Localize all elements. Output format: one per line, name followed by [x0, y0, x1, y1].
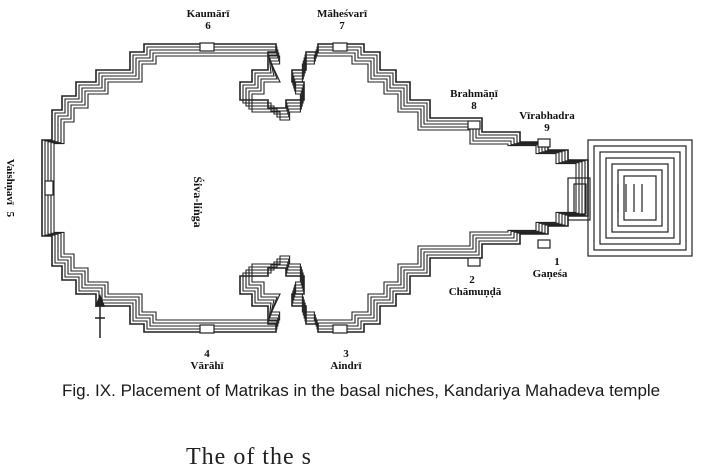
niche-number: 9 [544, 122, 550, 134]
niche-8 [467, 120, 481, 130]
niche-number: 5 [4, 211, 16, 218]
niche-name: Kaumārī [186, 8, 230, 20]
north-arrow-icon [94, 293, 106, 338]
niche-name: Gaṇeśa [532, 268, 568, 280]
niche-number: 6 [205, 20, 211, 32]
niche-name: Brahmāṇī [450, 88, 498, 100]
niche-9 [537, 138, 551, 148]
niche-name: Chāmuṇḍā [448, 286, 502, 298]
wall-line-3 [47, 49, 583, 327]
niche-6 [199, 42, 215, 52]
niche-1 [537, 239, 551, 249]
niche-label-4: 4 Vārāhī [184, 348, 230, 372]
entrance-steps [567, 139, 693, 257]
niche-5 [44, 180, 54, 196]
niche-name: Vaishṇavī [4, 158, 16, 205]
niche-2 [467, 257, 481, 267]
niche-label-5: Vaishṇavī 5 [4, 153, 16, 223]
wall-line-2 [44, 46, 586, 330]
niche-name: Vārāhī [190, 360, 224, 372]
niche-label-9: Vīrabhadra 9 [512, 110, 582, 134]
wall-line-4 [50, 52, 580, 324]
niche-label-2: 2 Chāmuṇḍā [440, 274, 510, 298]
niche-number: 8 [471, 100, 477, 112]
niche-number: 2 [469, 274, 475, 286]
niche-number: 3 [343, 348, 349, 360]
niche-number: 7 [339, 20, 345, 32]
niche-3 [332, 324, 348, 334]
niche-number: 1 [554, 256, 560, 268]
niche-name: Māheśvarī [316, 8, 368, 20]
center-label: Śiva-liṅga [191, 176, 205, 228]
niche-label-3: 3 Aindrī [318, 348, 374, 372]
wall-line-5 [53, 55, 577, 321]
niche-markers [44, 42, 551, 334]
niche-label-6: Kaumārī 6 [178, 8, 238, 32]
niche-4 [199, 324, 215, 334]
temple-plan-diagram [41, 42, 693, 338]
niche-label-1: 1 Gaṇeśa [520, 256, 580, 280]
niche-7 [332, 42, 348, 52]
niche-name: Aindrī [330, 360, 362, 372]
niche-number: 4 [204, 348, 210, 360]
niche-label-7: Māheśvarī 7 [312, 8, 372, 32]
figure-caption: Fig. IX. Placement of Matrikas in the ba… [62, 381, 661, 400]
niche-label-8: Brahmāṇī 8 [444, 88, 504, 112]
bottom-cut-text: The of the s [186, 444, 312, 470]
niche-name: Vīrabhadra [519, 110, 575, 122]
